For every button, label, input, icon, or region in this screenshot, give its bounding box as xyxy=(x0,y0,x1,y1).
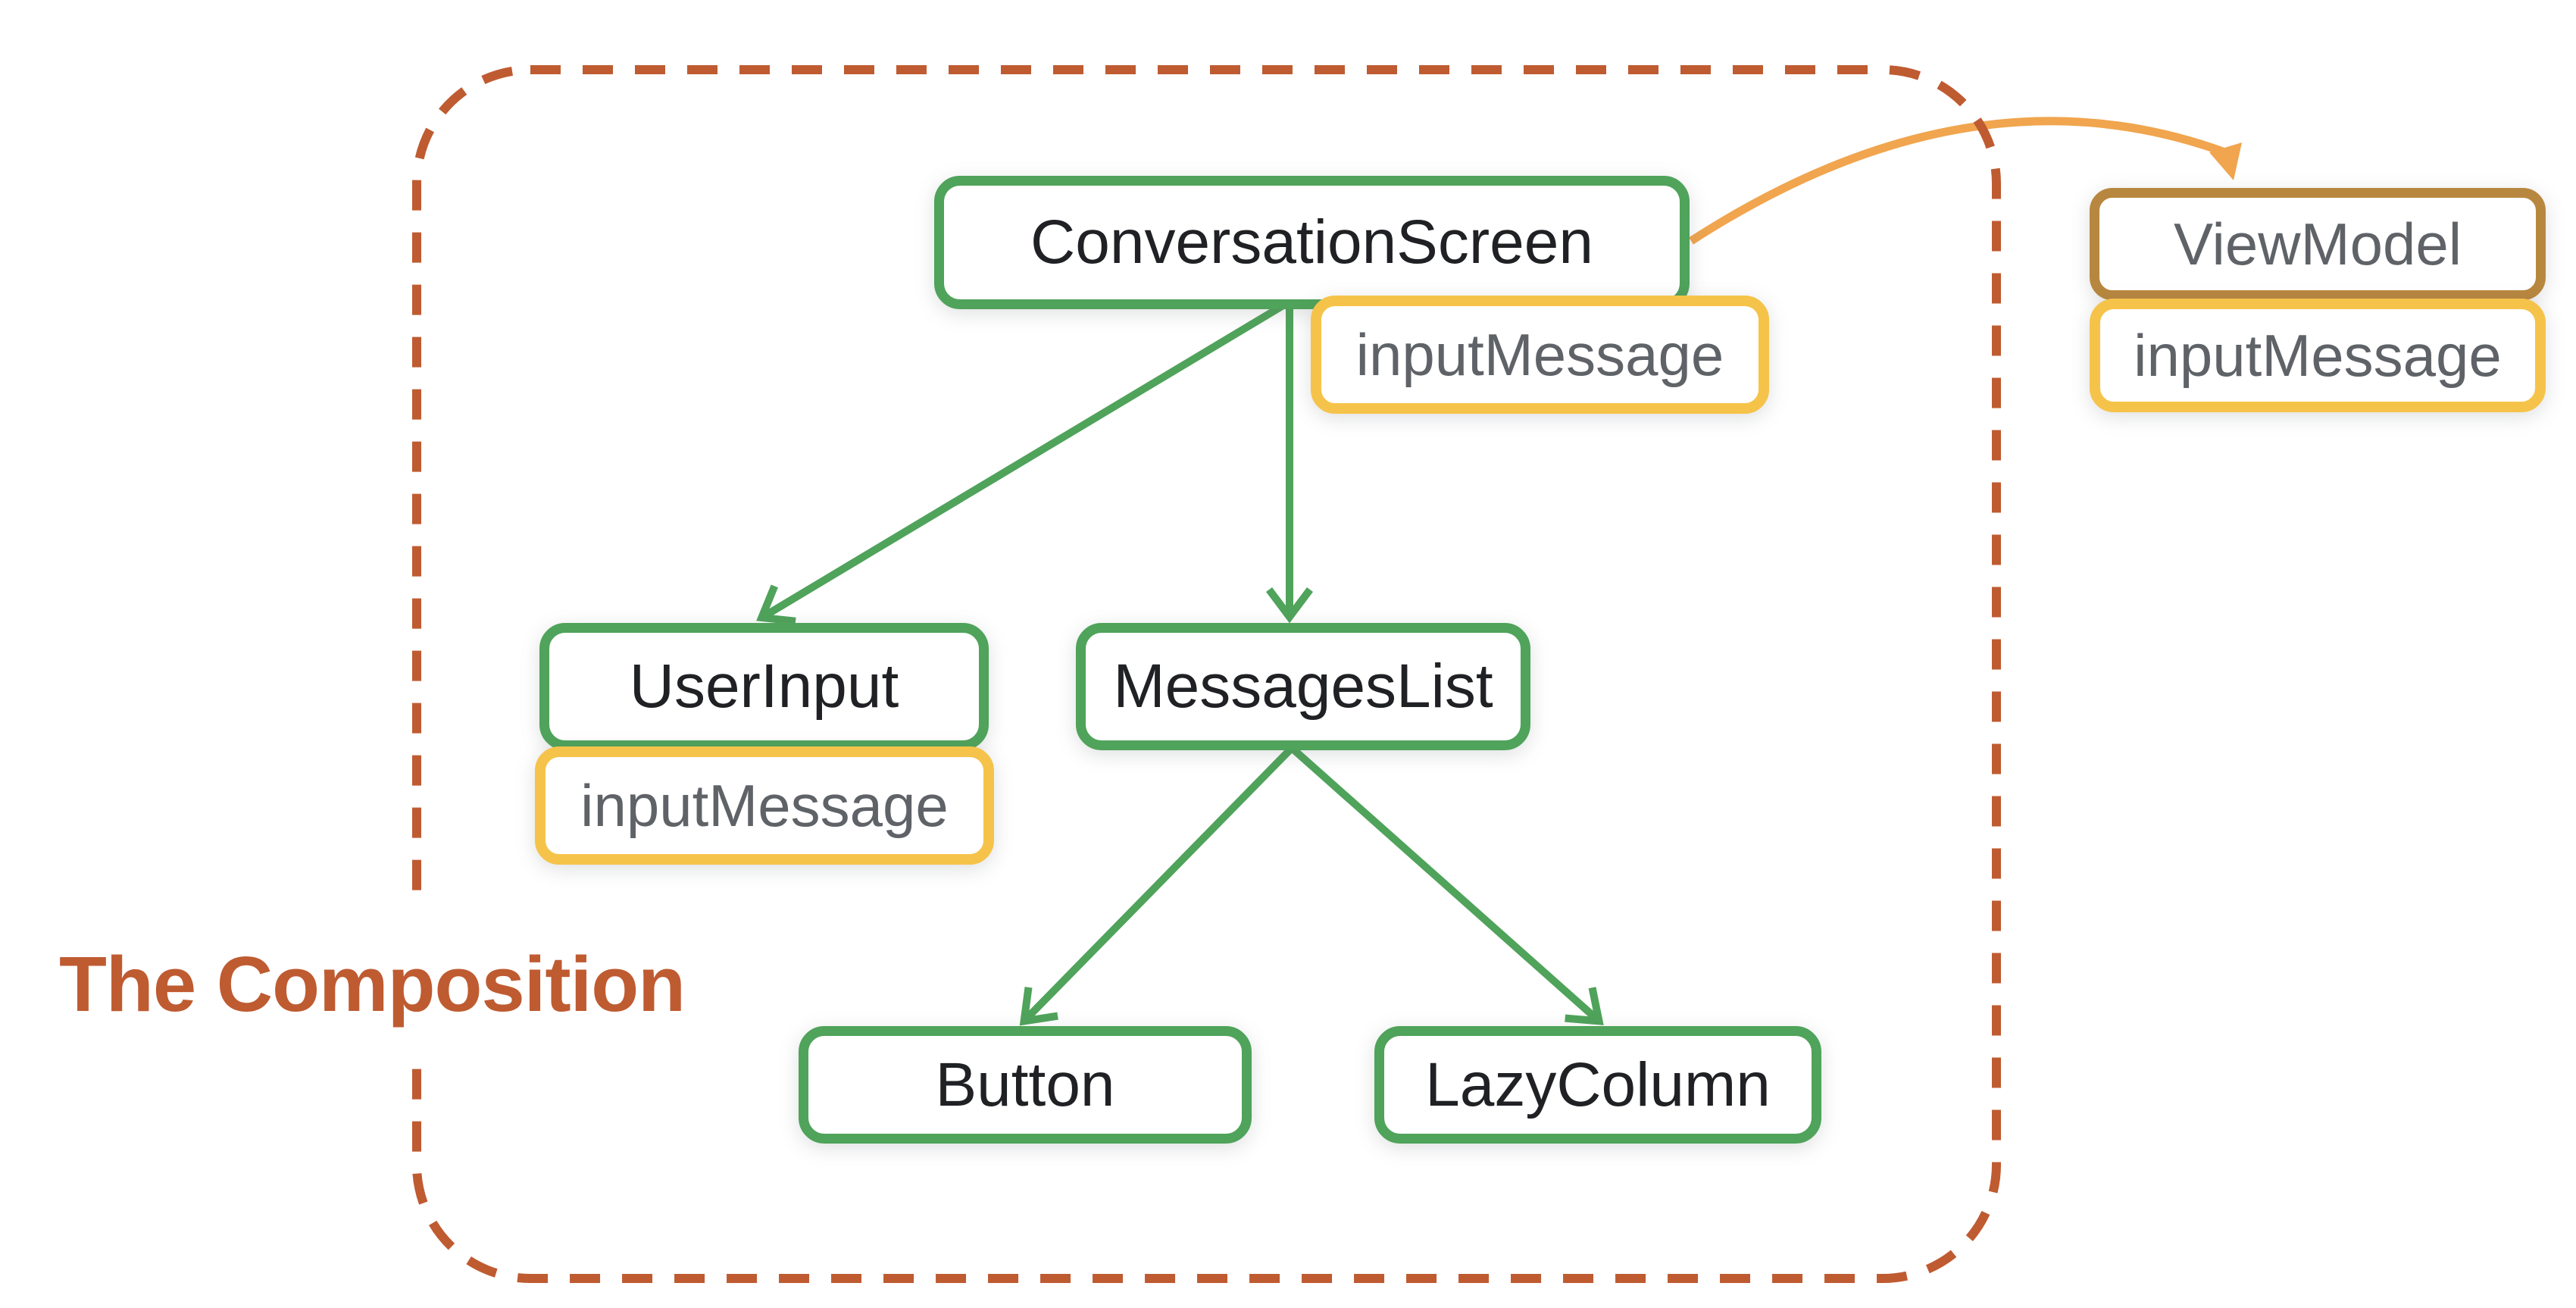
node-viewmodel: ViewModel xyxy=(2090,188,2546,300)
boundary-gap-patch xyxy=(386,906,450,1069)
node-messageslist: MessagesList xyxy=(1076,623,1530,750)
state-chip-conversationscreen: inputMessage xyxy=(1311,296,1769,414)
node-userinput: UserInput xyxy=(539,623,989,750)
node-lazycolumn-label: LazyColumn xyxy=(1425,1050,1771,1119)
node-viewmodel-label: ViewModel xyxy=(2173,210,2462,277)
node-conversationscreen-label: ConversationScreen xyxy=(1030,208,1593,277)
edge-conversationscreen-userinput xyxy=(756,302,1284,625)
state-hoist-arrowhead-icon xyxy=(2209,142,2242,180)
state-hoist-arrow xyxy=(1689,117,2224,245)
state-chip-userinput: inputMessage xyxy=(535,746,994,865)
state-chip-userinput-label: inputMessage xyxy=(580,771,949,839)
node-button: Button xyxy=(799,1026,1252,1144)
node-conversationscreen: ConversationScreen xyxy=(934,176,1690,309)
node-userinput-label: UserInput xyxy=(629,652,899,721)
state-chip-viewmodel-label: inputMessage xyxy=(2134,321,2502,389)
diagram-title: The Composition xyxy=(59,940,686,1028)
node-lazycolumn: LazyColumn xyxy=(1374,1026,1821,1144)
edge-messageslist-lazycolumn xyxy=(1289,745,1604,1025)
state-chip-conversationscreen-label: inputMessage xyxy=(1355,321,1724,388)
node-button-label: Button xyxy=(935,1050,1115,1119)
composition-boundary xyxy=(412,65,2001,1283)
state-chip-viewmodel: inputMessage xyxy=(2090,299,2546,412)
node-messageslist-label: MessagesList xyxy=(1113,652,1493,721)
edge-messageslist-button xyxy=(1019,745,1295,1026)
